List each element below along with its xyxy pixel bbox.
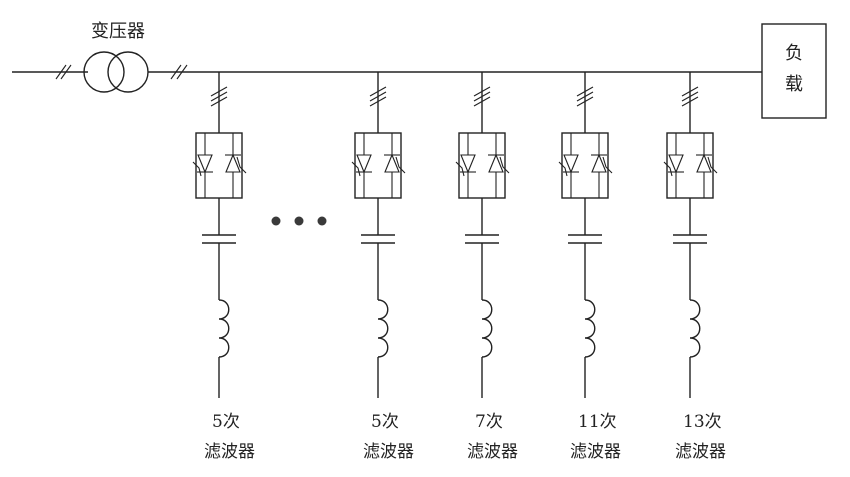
feeder-phase-marks <box>55 64 72 80</box>
load-label-line2: 载 <box>785 74 803 95</box>
thyristor-down <box>351 133 372 198</box>
branch-order-label: 11次 <box>578 412 617 432</box>
branch-name-label: 滤波器 <box>570 442 621 462</box>
inductor-coil <box>481 299 493 358</box>
branch-name-label: 滤波器 <box>363 442 414 462</box>
thyristor-up <box>488 133 510 198</box>
branch-name-label: 滤波器 <box>204 442 255 462</box>
thyristor-down <box>192 133 213 198</box>
thyristor-down <box>558 133 579 198</box>
capacitor-symbol <box>465 234 499 244</box>
branch-phase-marks <box>369 86 387 107</box>
branch-order-label: 5次 <box>371 412 399 432</box>
capacitor-symbol <box>568 234 602 244</box>
load-label-line1: 负 <box>785 43 803 64</box>
transformer-label: 变压器 <box>91 21 145 42</box>
capacitor-symbol <box>361 234 395 244</box>
branch-order-label: 13次 <box>683 412 722 432</box>
thyristor-up <box>591 133 613 198</box>
ellipsis-dots <box>271 216 327 226</box>
branch-name-label: 滤波器 <box>675 442 726 462</box>
thyristor-up <box>225 133 247 198</box>
branch-phase-marks <box>576 86 594 107</box>
load-box <box>761 23 827 119</box>
branch-phase-marks <box>210 86 228 107</box>
inductor-coil <box>218 299 230 358</box>
thyristor-down <box>663 133 684 198</box>
inductor-coil <box>689 299 701 358</box>
capacitor-symbol <box>202 234 236 244</box>
thyristor-up <box>696 133 718 198</box>
branch-order-label: 5次 <box>212 412 240 432</box>
inductor-coil <box>584 299 596 358</box>
branch-phase-marks <box>681 86 699 107</box>
thyristor-up <box>384 133 406 198</box>
inductor-coil <box>377 299 389 358</box>
bus-phase-marks <box>170 64 188 80</box>
capacitor-symbol <box>673 234 707 244</box>
transformer-symbol <box>83 51 149 93</box>
branch-name-label: 滤波器 <box>467 442 518 462</box>
thyristor-down <box>455 133 476 198</box>
branch-phase-marks <box>473 86 491 107</box>
branch-order-label: 7次 <box>475 412 503 432</box>
